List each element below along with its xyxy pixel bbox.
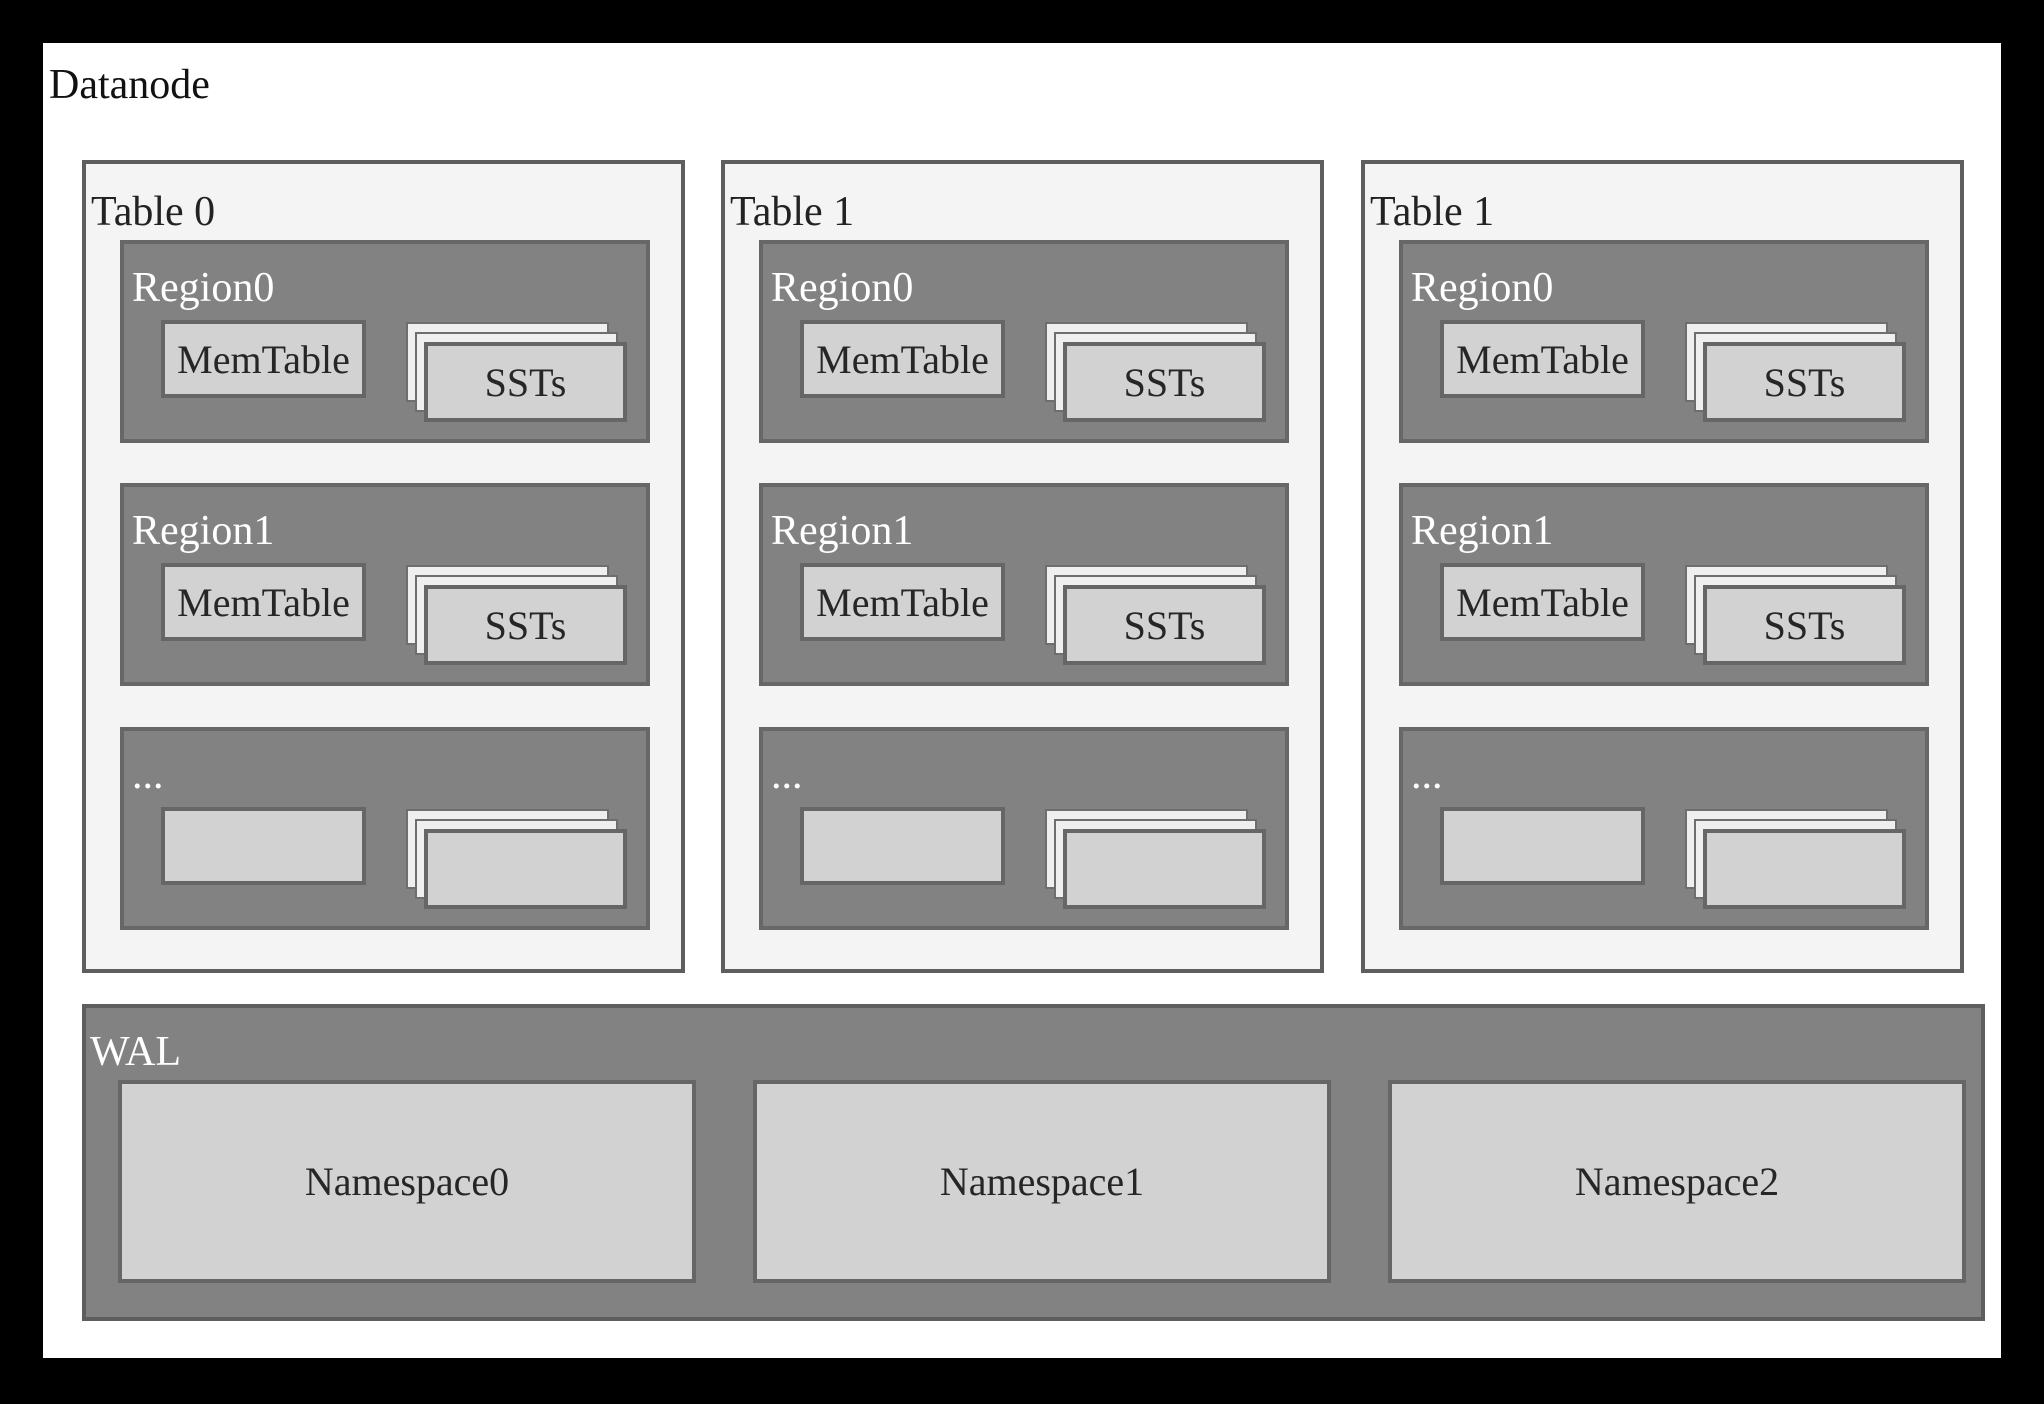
wal-title: WAL (90, 1029, 181, 1075)
datanode-title: Datanode (49, 62, 210, 108)
ssts-sheet-front: SSTs (1703, 585, 1906, 665)
memtable-box: MemTable (161, 563, 366, 641)
region-box-1: Region1 MemTable SSTs (1399, 483, 1929, 686)
memtable-box: MemTable (800, 320, 1005, 398)
ssts-sheet-front (1063, 829, 1266, 909)
region-box-ellipsis: ... (759, 727, 1289, 930)
region-title: Region1 (132, 508, 275, 554)
region-title: ... (1411, 752, 1443, 798)
ssts-stack: SSTs (1685, 565, 1907, 666)
ssts-sheet-front: SSTs (1703, 342, 1906, 422)
memtable-box-empty (161, 807, 366, 885)
ssts-sheet-front (424, 829, 627, 909)
datanode-container: Datanode Table 0 Region0 MemTable SSTs R… (43, 43, 2001, 1358)
region-box-ellipsis: ... (1399, 727, 1929, 930)
region-box-ellipsis: ... (120, 727, 650, 930)
region-title: Region0 (771, 265, 914, 311)
ssts-sheet-front: SSTs (424, 342, 627, 422)
ssts-stack: SSTs (1685, 322, 1907, 423)
table-title: Table 0 (91, 189, 216, 235)
ssts-sheet-front: SSTs (1063, 342, 1266, 422)
region-title: Region0 (1411, 265, 1554, 311)
table-box-1: Table 1 Region0 MemTable SSTs Region1 Me… (721, 160, 1324, 973)
region-title: Region1 (771, 508, 914, 554)
namespace-box-0: Namespace0 (118, 1080, 696, 1283)
ssts-sheet-front: SSTs (1063, 585, 1266, 665)
region-title: ... (132, 752, 164, 798)
memtable-box-empty (1440, 807, 1645, 885)
table-title: Table 1 (730, 189, 855, 235)
namespace-box-2: Namespace2 (1388, 1080, 1966, 1283)
region-title: ... (771, 752, 803, 798)
ssts-stack-empty (1045, 809, 1267, 910)
region-box-0: Region0 MemTable SSTs (120, 240, 650, 443)
memtable-box: MemTable (800, 563, 1005, 641)
table-title: Table 1 (1370, 189, 1495, 235)
table-box-0: Table 0 Region0 MemTable SSTs Region1 Me… (82, 160, 685, 973)
ssts-stack: SSTs (406, 565, 628, 666)
namespace-box-1: Namespace1 (753, 1080, 1331, 1283)
memtable-box: MemTable (161, 320, 366, 398)
region-box-1: Region1 MemTable SSTs (759, 483, 1289, 686)
memtable-box: MemTable (1440, 320, 1645, 398)
memtable-box: MemTable (1440, 563, 1645, 641)
ssts-sheet-front (1703, 829, 1906, 909)
wal-box: WAL Namespace0 Namespace1 Namespace2 (82, 1004, 1985, 1321)
ssts-stack-empty (1685, 809, 1907, 910)
ssts-sheet-front: SSTs (424, 585, 627, 665)
region-box-0: Region0 MemTable SSTs (1399, 240, 1929, 443)
ssts-stack: SSTs (1045, 565, 1267, 666)
region-title: Region0 (132, 265, 275, 311)
region-title: Region1 (1411, 508, 1554, 554)
ssts-stack: SSTs (1045, 322, 1267, 423)
table-box-2: Table 1 Region0 MemTable SSTs Region1 Me… (1361, 160, 1964, 973)
ssts-stack-empty (406, 809, 628, 910)
region-box-1: Region1 MemTable SSTs (120, 483, 650, 686)
ssts-stack: SSTs (406, 322, 628, 423)
region-box-0: Region0 MemTable SSTs (759, 240, 1289, 443)
memtable-box-empty (800, 807, 1005, 885)
